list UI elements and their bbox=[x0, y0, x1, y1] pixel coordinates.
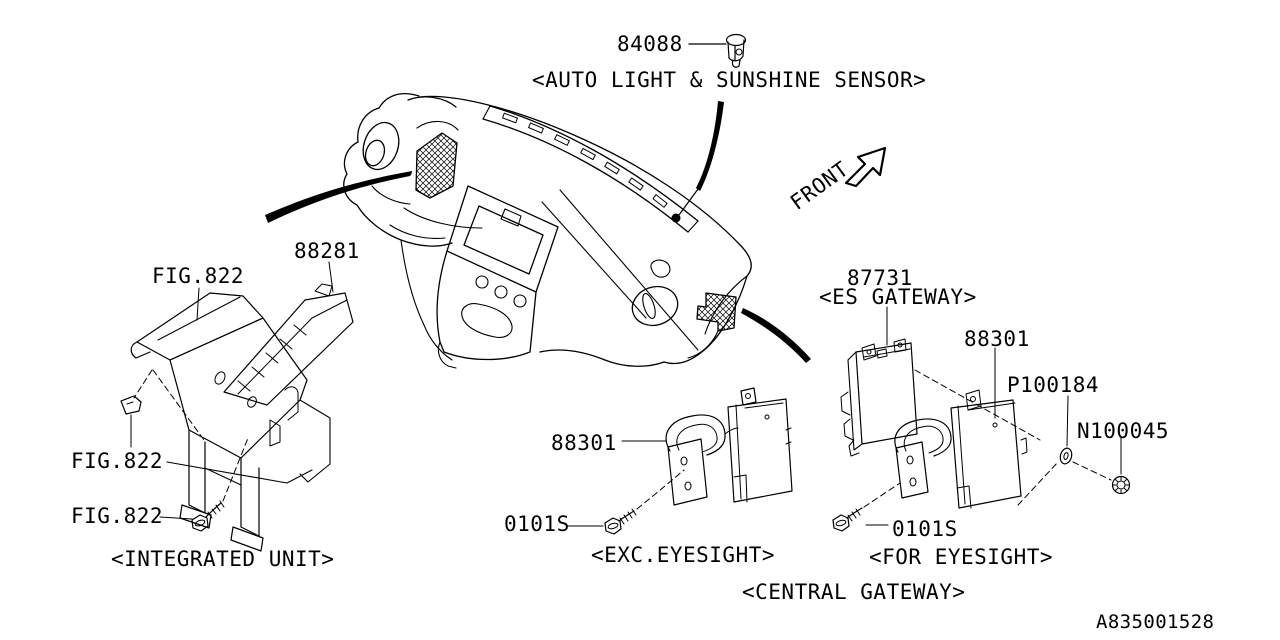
fig-ref-822-bracket: FIG.822 bbox=[152, 264, 245, 288]
part-number-p100184: P100184 bbox=[1007, 373, 1100, 397]
exc-eyesight-assembly-drawing bbox=[566, 387, 793, 535]
leader-p100184 bbox=[1066, 395, 1069, 447]
gateway-hatched-area bbox=[696, 292, 737, 332]
caption-for-eyesight: <FOR EYESIGHT> bbox=[869, 545, 1054, 569]
module-connector-ribs bbox=[237, 324, 307, 392]
caption-auto-light-sunshine-sensor: <AUTO LIGHT & SUNSHINE SENSOR> bbox=[532, 68, 927, 92]
fig-ref-822-screw: FIG.822 bbox=[71, 504, 164, 528]
caption-exc-eyesight: <EXC.EYESIGHT> bbox=[591, 543, 776, 567]
nut-n100045 bbox=[1111, 475, 1131, 495]
locator-swooshes bbox=[265, 101, 811, 363]
sensor-swoosh bbox=[696, 101, 724, 191]
washer-p100184 bbox=[1059, 447, 1073, 465]
for-eyesight-assembly-drawing bbox=[832, 306, 1131, 532]
part-number-87731: 87731 bbox=[847, 266, 913, 290]
leader-fig822-screw bbox=[159, 516, 193, 520]
right-swoosh bbox=[741, 308, 811, 363]
central-gateway-module bbox=[950, 389, 1028, 509]
clip-fastener bbox=[120, 395, 142, 415]
part-number-0101s-for: 0101S bbox=[892, 517, 958, 541]
part-number-84088: 84088 bbox=[617, 32, 683, 56]
part-number-n100045: N100045 bbox=[1077, 419, 1170, 443]
left-swoosh bbox=[265, 171, 412, 223]
part-number-88281: 88281 bbox=[294, 239, 360, 263]
caption-es-gateway: <ES GATEWAY> bbox=[819, 285, 977, 309]
part-number-0101s-exc: 0101S bbox=[504, 512, 570, 536]
caption-integrated-unit: <INTEGRATED UNIT> bbox=[111, 547, 335, 571]
fig-ref-822-clip: FIG.822 bbox=[71, 449, 164, 473]
part-number-88301-exc: 88301 bbox=[551, 431, 617, 455]
es-gateway-module bbox=[840, 338, 918, 457]
leader-fig822-top bbox=[196, 287, 200, 321]
cluster-hatched-area bbox=[415, 132, 458, 199]
caption-central-gateway: <CENTRAL GATEWAY> bbox=[742, 580, 966, 604]
integrated-unit-assembly-drawing bbox=[120, 261, 354, 552]
defroster-vent-slots bbox=[502, 112, 668, 208]
screw-fastener-left bbox=[191, 500, 225, 532]
sensor-84088-drawing bbox=[688, 33, 747, 68]
screw-fastener-middle bbox=[604, 508, 637, 535]
sensor-location-dot bbox=[671, 213, 681, 223]
sensor-swoosh-tail bbox=[678, 188, 699, 216]
screw-fastener-right bbox=[832, 507, 863, 532]
front-arrow-icon bbox=[844, 146, 887, 188]
leader-88281 bbox=[328, 261, 334, 293]
part-number-88301-for: 88301 bbox=[964, 327, 1030, 351]
diagram-id: A835001528 bbox=[1096, 611, 1215, 633]
dashboard-drawing bbox=[343, 93, 752, 369]
